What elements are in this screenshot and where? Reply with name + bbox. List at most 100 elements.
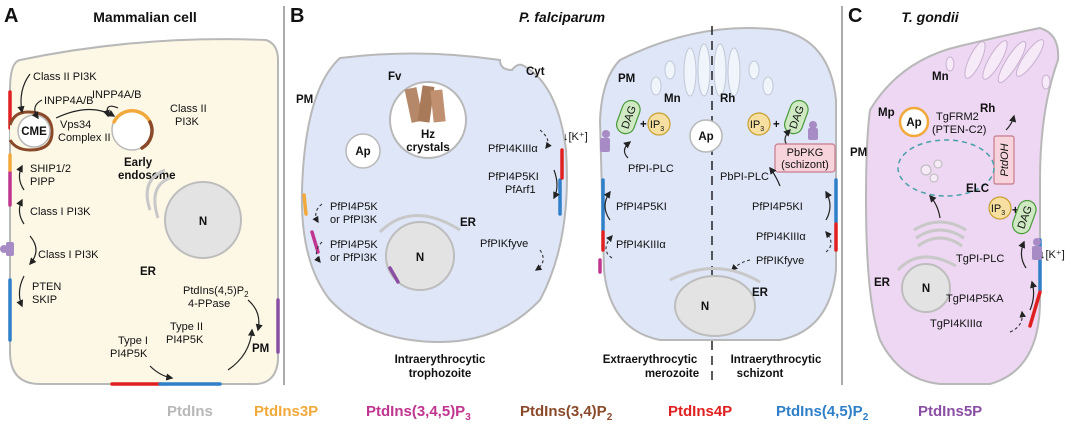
nucleus-c	[901, 263, 951, 313]
cyt-label: Cyt	[526, 66, 545, 78]
er-membrane-a2	[153, 176, 171, 219]
arrow-class2-top	[17, 73, 31, 114]
plus-c: +	[1012, 205, 1019, 217]
ap-label-c: Ap	[906, 117, 921, 129]
er-label-b-left: ER	[460, 217, 477, 229]
mn-label-b: Mn	[664, 93, 681, 105]
apicoplast-c	[898, 106, 930, 138]
arrow-tgpi-plc	[1018, 240, 1027, 269]
label-pfpi4k3a-s: PfPI4KIIIα	[756, 231, 806, 243]
merozoite-label-2: merozoite	[645, 368, 699, 380]
arrow-golgi-elc	[929, 194, 941, 219]
legend: PtdIns PtdIns3P PtdIns(3,4,5)P3 PtdIns(3…	[167, 403, 982, 423]
label-pten-2: SKIP	[32, 294, 57, 306]
label-class1-a: Class I PI3K	[30, 206, 91, 218]
receptor-icon-b	[600, 130, 610, 152]
apicoplast-right	[689, 119, 723, 153]
legend-item-pip3: PtdIns(3,4,5)P3	[366, 403, 471, 423]
nucleus-pi5p-b	[388, 266, 400, 284]
nucleus-label-a: N	[199, 216, 207, 228]
schizont-label-2: schizont	[737, 368, 784, 380]
label-pfpi4p5ki-m: PfPI4P5KI	[616, 201, 667, 213]
arrow-pi4p5k-a	[312, 203, 323, 224]
troph-pi3p	[302, 193, 308, 216]
label-type2-2: PI4P5K	[166, 334, 204, 346]
ap-label-right: Ap	[698, 131, 713, 143]
merozoite-label-1: Extraerythrocytic	[603, 354, 698, 366]
label-class2-right-2: PI3K	[175, 116, 200, 128]
schizont-label-1: Intraerythrocytic	[731, 354, 822, 366]
arrow-transport	[55, 108, 116, 119]
receptor-icon-c	[1032, 238, 1042, 260]
ap-label-left: Ap	[355, 146, 370, 158]
k-plus-label-c: ↓[K⁺]	[1040, 249, 1065, 261]
receptor-icon-a	[0, 242, 14, 256]
arrow-class1-a	[16, 198, 25, 225]
pm-label-b-left: PM	[296, 94, 313, 106]
dag-badge-c: DAG	[1012, 199, 1037, 235]
er-label-a: ER	[140, 266, 157, 278]
label-vps34-1: Vps34	[60, 119, 91, 131]
panel-letter-a: A	[4, 5, 18, 27]
merozoite-membrane	[598, 27, 837, 341]
arrow-pi4k3a-left	[539, 129, 552, 150]
toxo-pi4p	[1028, 290, 1042, 328]
arrow-pfpi-plc	[623, 141, 632, 159]
label-arf1: PfArf1	[505, 184, 536, 196]
nucleus-a	[164, 181, 242, 259]
label-inpp4-right: INPP4A/B	[92, 89, 142, 101]
legend-item-pi4p: PtdIns4P	[668, 403, 732, 420]
panel-a: A Mammalian cell CME Class II PI3K INPP4…	[0, 5, 280, 386]
arrow-pfpi4p5ki-s	[825, 190, 832, 221]
arrow-pikfyve-left	[534, 249, 544, 271]
nucleus-b-left	[385, 221, 455, 291]
mp-label: Mp	[878, 107, 895, 119]
panel-letter-b: B	[290, 5, 304, 27]
label-or-a: or PfPI3K	[330, 214, 378, 226]
arrow-ptdins-pp	[247, 299, 263, 332]
label-type2-1: Type II	[170, 321, 203, 333]
nucleus-label-b-right: N	[701, 301, 709, 313]
arrow-class1-b	[29, 235, 37, 266]
label-class2-top: Class II PI3K	[33, 71, 97, 83]
tgfrm2-label-1: TgFRM2	[936, 111, 979, 123]
ptdoh-box: PtdOH	[993, 135, 1015, 185]
label-class2-right-1: Class II	[170, 103, 207, 115]
hz-label-1: Hz	[421, 129, 435, 141]
tgpi4p5ka-label: TgPI4P5KA	[946, 293, 1004, 305]
er-membrane-a	[145, 168, 166, 211]
ip3-badge-c	[988, 196, 1012, 220]
label-pbpi-plc: PbPI-PLC	[720, 171, 769, 183]
label-ptdins-1: PtdIns(4,5)P2	[183, 285, 249, 299]
rh-label-c: Rh	[980, 103, 995, 115]
troph-label-2: trophozoite	[409, 368, 472, 380]
elc-compartment	[897, 139, 995, 197]
arrow-pfpi4k3a-m	[605, 234, 613, 259]
label-vps34-2: Complex II	[58, 132, 111, 144]
legend-item-ptdins: PtdIns	[167, 403, 213, 420]
pbpkg-label-1: PbPKG	[787, 147, 824, 159]
legend-item-pi34p2: PtdIns(3,4)P2	[520, 403, 613, 423]
ip3-badge-left	[647, 112, 671, 136]
label-pi4p5ki-left: PfPI4P5KI	[488, 171, 539, 183]
elc-vesicle	[929, 173, 939, 183]
tgpi4k3a-label: TgPI4KIIIα	[930, 318, 983, 330]
panel-c: C T. gondii Mp Mn Rh PM Ap TgFRM2 (PTEN-…	[848, 5, 1065, 385]
label-pi4k3a-left: PfPI4KIIIα	[488, 143, 538, 155]
endosome-pi3p	[112, 109, 152, 124]
arrow-type2	[227, 328, 256, 371]
dag-badge-right: DAG	[784, 99, 809, 135]
pm-label-b-right: PM	[618, 73, 635, 85]
label-ship-2: PIPP	[30, 176, 55, 188]
label-ship-1: SHIP1/2	[30, 163, 71, 175]
er-membrane-b	[378, 214, 461, 234]
rh-label-b: Rh	[720, 93, 735, 105]
plus-left: +	[640, 119, 647, 131]
label-pfpikfyve-s: PfPIKfyve	[756, 255, 804, 267]
hz-crystals-icon	[404, 85, 446, 123]
receptor-icon-b-right	[808, 121, 818, 140]
nucleus-b-right	[674, 275, 756, 337]
label-pten-1: PTEN	[32, 281, 61, 293]
label-early-1: Early	[124, 157, 153, 169]
ip3-label-right: IP3	[750, 119, 764, 133]
